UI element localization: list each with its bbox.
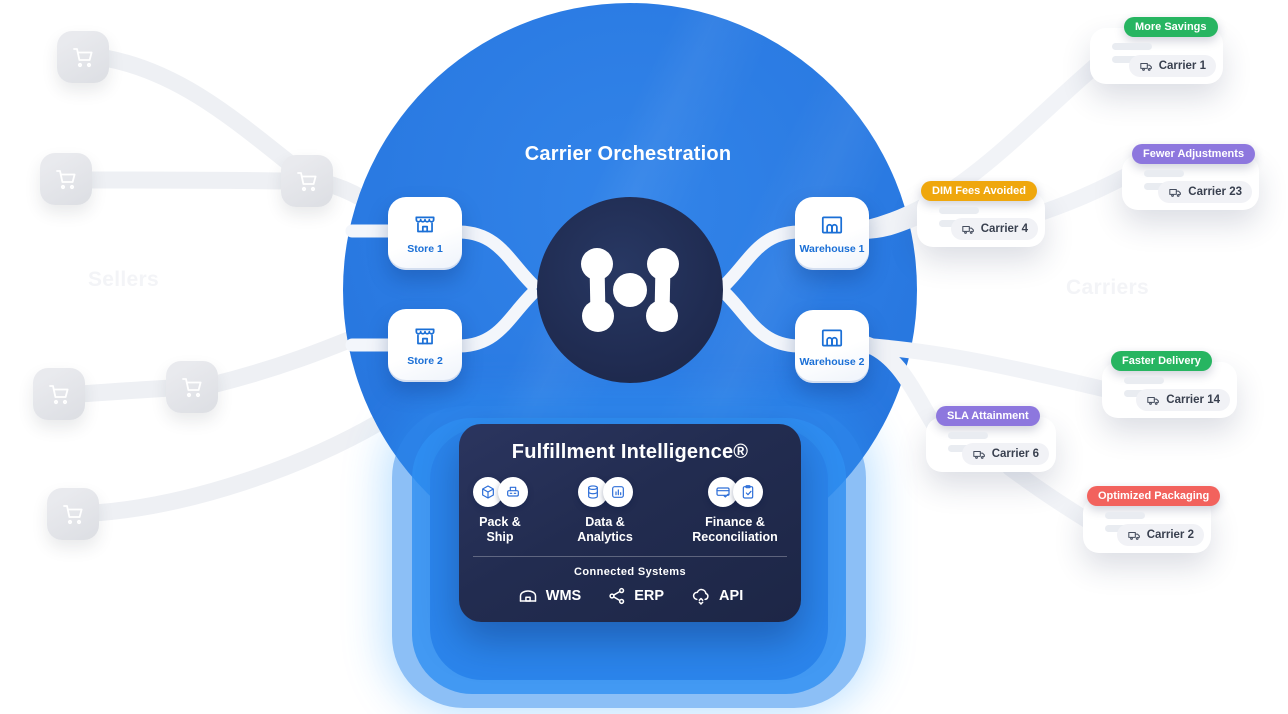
carrier-name: Carrier 6 [991, 448, 1039, 460]
truck-icon [1169, 188, 1182, 197]
truck-icon [1147, 396, 1160, 405]
feature-label: Pack & Ship [479, 515, 521, 544]
fulfillment-intelligence-card: Fulfillment Intelligence® Pack & Sh [459, 424, 801, 622]
diagram-title: Carrier Orchestration [524, 143, 732, 165]
feature-finance-reconciliation: Finance & Reconciliation [679, 477, 791, 545]
fulfillment-title: Fulfillment Intelligence® [511, 441, 749, 463]
warehouse-label: Warehouse 2 [799, 356, 865, 368]
ghost-label-left: Sellers [88, 268, 159, 291]
warehouse-icon [821, 216, 843, 234]
shopping-cart-icon [297, 172, 317, 192]
carrier-card: Faster Delivery Carrier 14 [1102, 351, 1237, 418]
carrier-card: DIM Fees Avoided Carrier 4 [917, 181, 1045, 247]
carrier-pill: Carrier 4 [950, 218, 1038, 240]
benefit-badge: Faster Delivery [1111, 351, 1212, 371]
system-erp: ERP [607, 586, 664, 606]
store-node: Store 1 [388, 197, 462, 270]
placeholder-line [1112, 43, 1152, 50]
truck-icon [1139, 62, 1152, 71]
benefit-badge: More Savings [1124, 17, 1218, 37]
carrier-card: More Savings Carrier 1 [1090, 17, 1223, 84]
system-label: ERP [634, 588, 665, 604]
truck-icon [972, 450, 985, 459]
store-label: Store 1 [407, 243, 443, 255]
benefit-badge: Optimized Packaging [1087, 486, 1221, 506]
warehouse-outline-icon [519, 590, 537, 602]
storefront-icon [415, 328, 435, 345]
ghost-label-right: Carriers [1066, 276, 1149, 299]
seller-cart-tile [281, 155, 333, 207]
truck-icon [961, 225, 974, 234]
feature-pack-ship: Pack & Ship [469, 477, 531, 545]
system-wms: WMS [517, 586, 581, 606]
carrier-card: SLA Attainment Carrier 6 [926, 406, 1056, 472]
shopping-cart-icon [49, 385, 69, 405]
fulfillment-features: Pack & Ship [459, 477, 801, 545]
shopping-cart-icon [63, 505, 83, 525]
carrier-name: Carrier 1 [1158, 60, 1206, 72]
carrier-card: Fewer Adjustments Carrier 23 [1122, 144, 1259, 210]
carrier-name: Carrier 2 [1146, 529, 1194, 541]
benefit-badge: Fewer Adjustments [1132, 144, 1256, 164]
seller-cart-tile [57, 31, 109, 83]
warehouse-node: Warehouse 2 [795, 310, 869, 383]
shopping-cart-icon [73, 48, 93, 68]
carrier-card: Optimized Packaging Carrier 2 [1083, 486, 1221, 553]
placeholder-line [948, 432, 988, 439]
feature-data-analytics: Data & Analytics [565, 477, 645, 545]
placeholder-line [1105, 512, 1145, 519]
carrier-name: Carrier 14 [1166, 394, 1220, 406]
feature-label: Data & Analytics [577, 515, 633, 544]
feature-label: Finance & Reconciliation [692, 515, 778, 544]
benefit-badge: DIM Fees Avoided [921, 181, 1037, 201]
seller-cart-tile [166, 361, 218, 413]
cloud-sync-icon [692, 588, 709, 605]
shipping-station-icon [497, 477, 528, 507]
placeholder-line [1112, 56, 1145, 63]
store-node: Store 2 [388, 309, 462, 382]
bar-chart-icon [602, 477, 633, 507]
shopping-cart-icon [182, 378, 202, 398]
shopping-cart-icon [56, 170, 76, 190]
carrier-pill: Carrier 1 [1128, 55, 1216, 77]
storefront-icon [415, 216, 435, 233]
connected-systems-title: Connected Systems [574, 566, 686, 578]
seller-cart-tile [40, 153, 92, 205]
carrier-pill: Carrier 2 [1116, 524, 1204, 546]
carrier-pill: Carrier 6 [961, 443, 1049, 465]
share-nodes-icon [609, 587, 625, 605]
placeholder-line [939, 207, 979, 214]
orchestration-hub [537, 197, 723, 383]
store-label: Store 2 [407, 355, 443, 367]
divider [473, 556, 787, 557]
carrier-pill: Carrier 23 [1158, 181, 1252, 203]
warehouse-node: Warehouse 1 [795, 197, 869, 270]
carrier-name: Carrier 4 [980, 223, 1028, 235]
system-api: API [690, 586, 743, 606]
brand-logo-icon [581, 248, 679, 332]
carrier-name: Carrier 23 [1188, 186, 1242, 198]
carrier-pill: Carrier 14 [1136, 389, 1230, 411]
clipboard-check-icon [732, 477, 763, 507]
warehouse-icon [821, 329, 843, 347]
truck-icon [1127, 531, 1140, 540]
benefit-badge: SLA Attainment [936, 406, 1040, 426]
connected-systems-row: WMS ERP API [459, 586, 801, 606]
system-label: API [719, 588, 744, 604]
seller-cart-tile [33, 368, 85, 420]
warehouse-label: Warehouse 1 [799, 243, 865, 255]
seller-cart-tile [47, 488, 99, 540]
system-label: WMS [545, 588, 582, 604]
placeholder-line [1124, 377, 1164, 384]
placeholder-line [1144, 170, 1184, 177]
